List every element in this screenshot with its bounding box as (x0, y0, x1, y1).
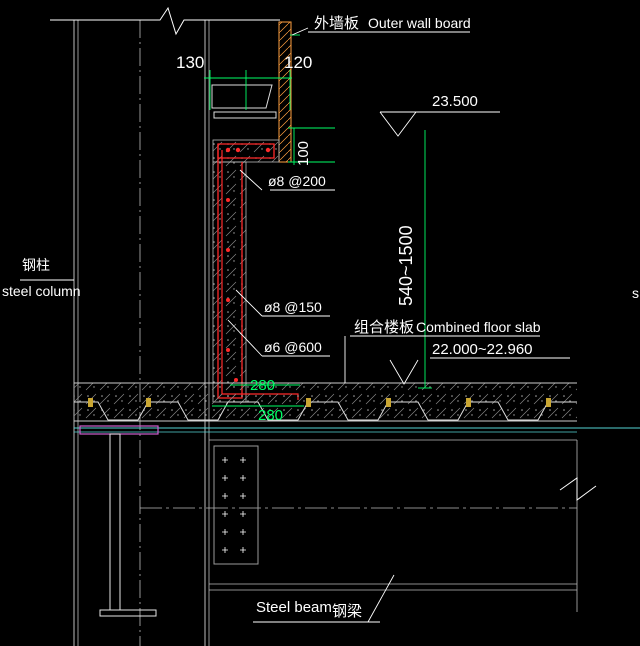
outer-wall-label-en: Outer wall board (368, 15, 471, 31)
rebar-mid-label: ø8 @150 (264, 299, 322, 315)
steel-column-label-en: steel column (2, 283, 81, 299)
floor-slab-label-en: Combined floor slab (416, 319, 541, 335)
steel-beam (140, 439, 597, 612)
rebar-top-label: ø8 @200 (268, 173, 326, 189)
dim-130: 130 (176, 53, 204, 72)
outer-wall-board (278, 21, 292, 163)
dim-100: 100 (295, 141, 312, 166)
dim-120: 120 (284, 53, 312, 72)
dimension-lines (204, 34, 432, 407)
break-line-top (50, 6, 280, 36)
composite-floor-slab (74, 382, 640, 433)
steel-column-label-cn: 钢柱 (22, 258, 50, 274)
leader-lines (20, 27, 570, 623)
steel-column (73, 20, 210, 646)
steel-beam-label-cn: 钢梁 (332, 602, 362, 620)
labels: 外墙板 Outer wall board 130 120 100 23.500 … (2, 14, 639, 620)
dim-280-bottom: 280 (258, 407, 283, 424)
dim-vertical: 540~1500 (396, 225, 416, 306)
floor-slab-label-cn: 组合楼板 (354, 318, 414, 336)
elevation-slab: 22.000~22.960 (432, 341, 533, 358)
dim-280-top: 280 (250, 377, 275, 394)
rebar-low-label: ø6 @600 (264, 339, 322, 355)
edge-label: s (632, 285, 639, 301)
wall-connector (211, 84, 273, 109)
outer-wall-label-cn: 外墙板 (314, 14, 359, 32)
elevation-top: 23.500 (432, 93, 478, 110)
steel-beam-label-en: Steel beam (256, 599, 332, 616)
steel-column-section (79, 425, 159, 617)
bolt-plate (213, 445, 259, 565)
wall-angle (213, 111, 277, 119)
